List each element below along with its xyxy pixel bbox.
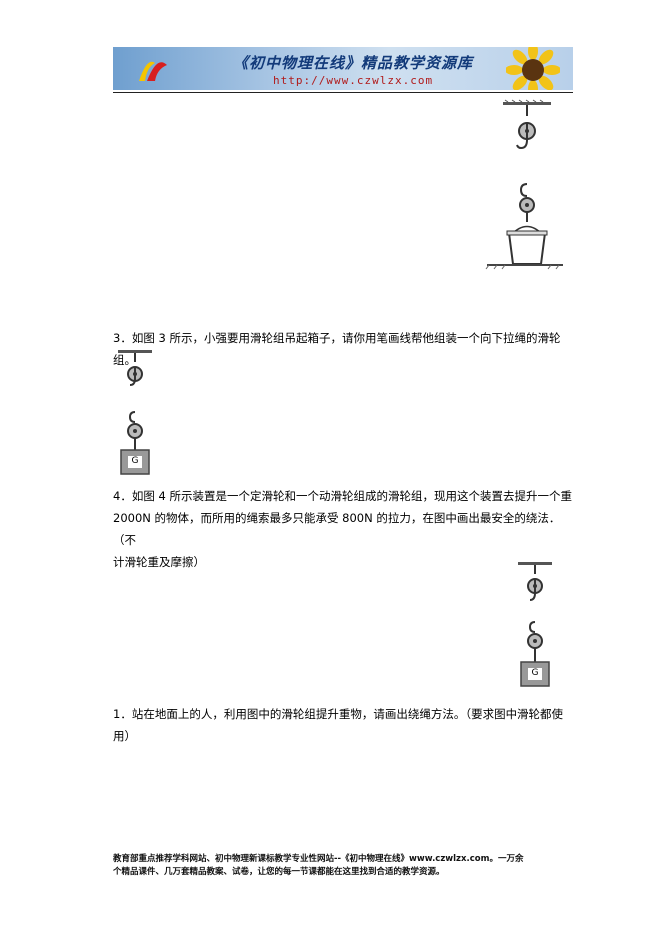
figure-3-fixed-pulley xyxy=(118,350,152,386)
sunflower-icon xyxy=(506,47,560,90)
footer-line-2: 个精品课件、几万套精品教案、试卷，让您的每一节课都能在这里找到合适的教学资源。 xyxy=(113,867,445,877)
figure-4-fixed-pulley xyxy=(518,562,552,601)
question-1: 1．站在地面上的人，利用图中的滑轮组提升重物，请画出绕绳方法。（要求图中滑轮都使… xyxy=(113,703,573,747)
banner-title: 《初中物理在线》精品教学资源库 xyxy=(233,54,474,72)
question-4-line-3: 计滑轮重及摩擦） xyxy=(113,555,205,569)
banner-url[interactable]: http://www.czwlzx.com xyxy=(273,74,434,87)
question-4-line-2: 2000N 的物体，而所用的绳索最多只能承受 800N 的拉力，在图中画出最安全… xyxy=(113,511,561,547)
question-4-line-1: 4．如图 4 所示装置是一个定滑轮和一个动滑轮组成的滑轮组，现用这个装置去提升一… xyxy=(113,489,572,503)
header-banner: 《初中物理在线》精品教学资源库 http://www.czwlzx.com xyxy=(113,47,573,90)
question-3: 3．如图 3 所示，小强要用滑轮组吊起箱子，请你用笔画线帮他组装一个向下拉绳的滑… xyxy=(113,327,573,371)
figure-4-weight-label: G xyxy=(531,668,539,678)
question-1-line-2: 用） xyxy=(113,729,136,743)
figure-movable-pulley-bucket xyxy=(485,183,563,270)
question-1-line-1: 1．站在地面上的人，利用图中的滑轮组提升重物，请画出绕绳方法。（要求图中滑轮都使 xyxy=(113,707,564,721)
figure-fixed-pulley-top xyxy=(503,99,551,150)
figure-3-weight-label: G xyxy=(131,456,139,466)
figure-3-movable-pulley-box xyxy=(120,411,150,475)
site-logo xyxy=(139,61,167,81)
page-footer: 教育部重点推荐学科网站、初中物理新课标教学专业性网站--《初中物理在线》www.… xyxy=(113,853,573,879)
figure-4-movable-pulley-box xyxy=(520,621,550,687)
header-divider xyxy=(113,92,573,93)
question-3-text: 3．如图 3 所示，小强要用滑轮组吊起箱子，请你用笔画线帮他组装一个向下拉绳的滑… xyxy=(113,331,561,367)
question-4: 4．如图 4 所示装置是一个定滑轮和一个动滑轮组成的滑轮组，现用这个装置去提升一… xyxy=(113,485,573,573)
footer-line-1: 教育部重点推荐学科网站、初中物理新课标教学专业性网站--《初中物理在线》www.… xyxy=(113,854,524,864)
